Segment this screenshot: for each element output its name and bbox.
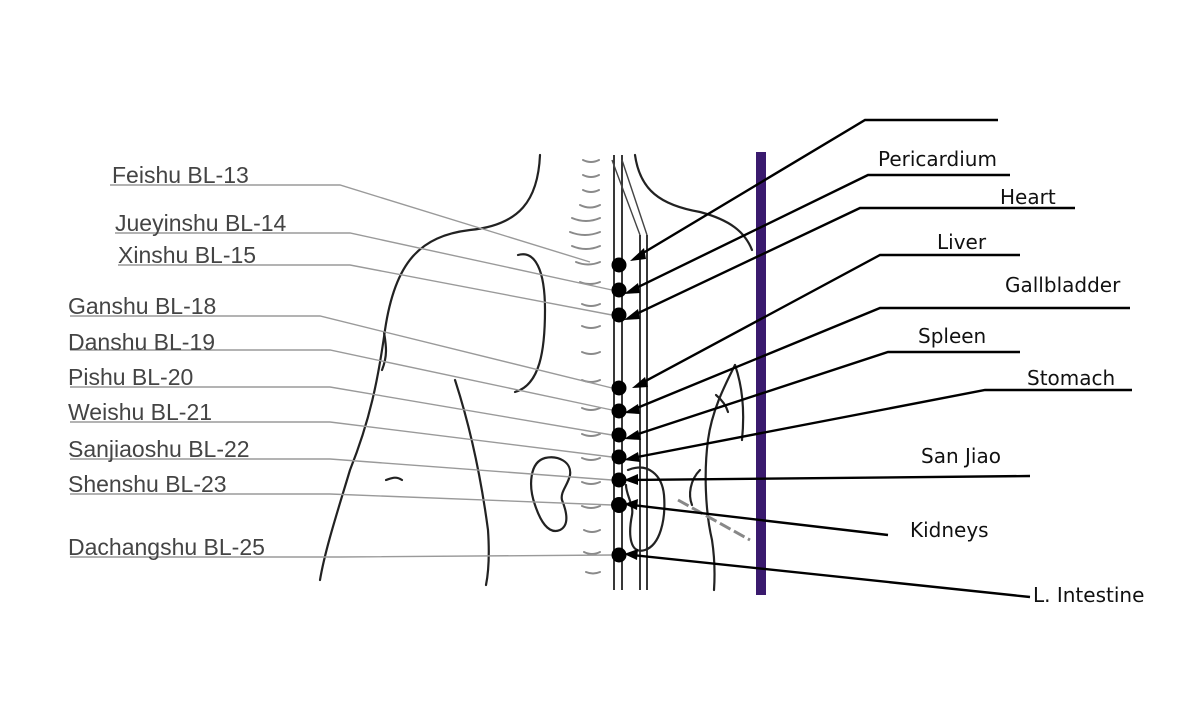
- leader-bl21: [70, 421, 613, 458]
- point-dot-bl21: [611, 449, 627, 465]
- label-bl18: Ganshu BL-18: [68, 293, 216, 319]
- point-dot-bl15: [611, 307, 627, 323]
- leader-bl18: [70, 315, 613, 389]
- leader-bl20: [70, 386, 613, 436]
- leader-bl13: [110, 184, 591, 263]
- organ-labels: Pericardium Heart Liver Gallbladder Sple…: [878, 147, 1144, 607]
- point-dot-bl18: [611, 380, 627, 396]
- organ-label-stomach: Stomach: [1027, 366, 1115, 390]
- point-dot-bl22: [611, 472, 627, 488]
- leader-bl19: [70, 349, 613, 411]
- organ-line-bl13: [637, 118, 998, 258]
- label-bl13: Feishu BL-13: [112, 162, 249, 188]
- label-bl20: Pishu BL-20: [68, 364, 193, 390]
- organ-label-kidneys: Kidneys: [910, 518, 989, 542]
- leader-bl22: [70, 458, 613, 481]
- organ-line-stomach: [631, 388, 1132, 460]
- label-bl19: Danshu BL-19: [68, 329, 215, 355]
- organ-line-spleen: [631, 350, 1020, 438]
- organ-line-kidneys: [631, 503, 889, 537]
- point-dot-bl14b: [611, 282, 627, 298]
- point-dot-bl19: [611, 403, 627, 419]
- label-bl22: Sanjiaoshu BL-22: [68, 436, 250, 462]
- organ-label-spleen: Spleen: [918, 324, 986, 348]
- organ-label-liver: Liver: [937, 230, 987, 254]
- point-dot-bl23: [611, 497, 627, 513]
- organ-line-liver: [639, 253, 1020, 386]
- label-bl25: Dachangshu BL-25: [68, 534, 265, 560]
- torso-outline: [318, 153, 754, 592]
- bladder-channel-lines: [611, 155, 751, 590]
- leader-bl15: [118, 264, 613, 316]
- organ-line-gallbladder: [631, 306, 1130, 412]
- organ-label-pericardium: Pericardium: [878, 147, 997, 171]
- label-bl21: Weishu BL-21: [68, 399, 212, 425]
- leader-bl23: [70, 493, 613, 506]
- label-bl23: Shenshu BL-23: [68, 471, 227, 497]
- organ-line-sanjiao: [631, 474, 1031, 482]
- point-labels: Feishu BL-13 Jueyinshu BL-14 Xinshu BL-1…: [68, 162, 287, 560]
- organ-line-heart: [631, 206, 1075, 318]
- right-leader-lines: [624, 118, 1132, 599]
- organ-label-heart: Heart: [1000, 185, 1056, 209]
- point-dot-bl25: [611, 547, 627, 563]
- left-leader-lines: [70, 184, 613, 558]
- meridian-line: [756, 152, 766, 595]
- leader-bl14: [115, 232, 613, 291]
- organ-label-gallbladder: Gallbladder: [1005, 273, 1121, 297]
- acupoint-dots: [611, 257, 627, 563]
- label-bl14: Jueyinshu BL-14: [115, 210, 287, 236]
- label-bl15: Xinshu BL-15: [118, 242, 256, 268]
- organ-label-sanjiao: San Jiao: [921, 444, 1001, 468]
- point-dot-bl20: [611, 427, 627, 443]
- point-dot-bl14: [611, 257, 627, 273]
- organ-label-lintestine: L. Intestine: [1033, 583, 1144, 607]
- leader-bl25: [70, 554, 613, 558]
- organ-line-lintestine: [631, 553, 1031, 599]
- spine-vertebrae: [569, 159, 601, 575]
- organ-line-pericardium: [631, 173, 1010, 292]
